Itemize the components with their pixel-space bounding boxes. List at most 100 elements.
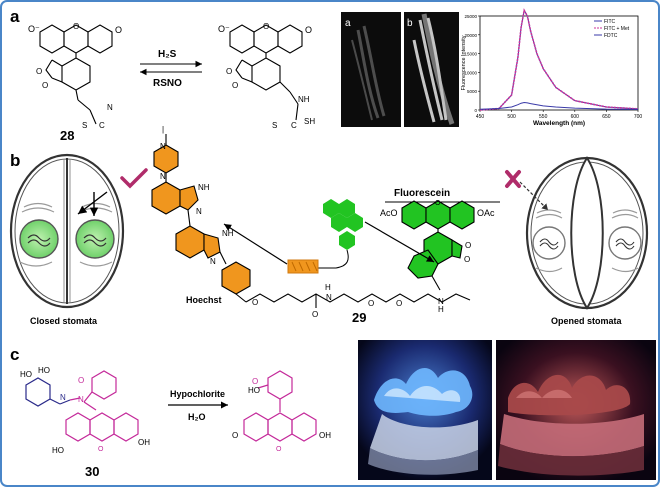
reagent-water: H₂O xyxy=(188,412,206,422)
fluorescein-label: Fluorescein xyxy=(394,188,450,199)
panel-c-label: c xyxy=(10,345,19,364)
legend-entry: FDTC xyxy=(604,33,618,39)
linker-chain xyxy=(245,293,471,303)
fluorescein-structure xyxy=(401,200,475,291)
svg-text:O: O xyxy=(252,377,258,386)
compound-29-number: 29 xyxy=(352,310,366,325)
green-fluorophore-tag xyxy=(323,199,363,250)
svg-text:O: O xyxy=(226,67,232,76)
svg-text:O: O xyxy=(305,25,312,35)
svg-text:N: N xyxy=(196,207,202,216)
panel-a-label: a xyxy=(10,7,20,26)
svg-text:O: O xyxy=(368,299,374,308)
arrow-to-fluorescein xyxy=(364,221,435,263)
svg-text:NH: NH xyxy=(298,95,310,104)
svg-text:C: C xyxy=(291,121,297,130)
spectrum-chart: 450 500 550 600 650 700 0 5000 10000 15000 20000 25… xyxy=(461,8,643,127)
svg-text:O: O xyxy=(464,255,470,264)
svg-text:O: O xyxy=(312,310,318,319)
x-tick-label: 500 xyxy=(507,114,516,120)
svg-text:NH: NH xyxy=(222,229,234,238)
svg-text:O⁻: O⁻ xyxy=(28,24,40,34)
svg-text:N: N xyxy=(326,293,332,302)
svg-text:O: O xyxy=(73,22,79,31)
series-line-2 xyxy=(479,101,639,110)
chart-plot-area xyxy=(479,15,639,111)
y-tick-label: 20000 xyxy=(464,33,477,38)
svg-text:N: N xyxy=(60,393,66,402)
svg-text:O: O xyxy=(115,25,122,35)
reagent-hypochlorite: Hypochlorite xyxy=(170,389,225,399)
x-tick-label: 550 xyxy=(539,114,548,120)
y-tick-label: 0 xyxy=(474,108,477,113)
reagent-rsno: RSNO xyxy=(153,78,182,89)
x-tick-label: 450 xyxy=(476,114,485,120)
opened-nucleus-left xyxy=(532,226,566,260)
svg-text:NH: NH xyxy=(198,183,210,192)
y-tick-label: 5000 xyxy=(467,89,478,94)
x-axis-label: Wavelength (nm) xyxy=(533,120,585,127)
uv-photo-red xyxy=(496,340,656,480)
ho-top: HO xyxy=(20,370,32,379)
svg-text:O: O xyxy=(78,376,84,385)
ho-left: HO xyxy=(52,446,64,455)
y-tick-label: 15000 xyxy=(464,52,477,57)
x-tick-label: 600 xyxy=(571,114,580,120)
closed-stomata-diagram xyxy=(9,153,125,309)
closed-nucleus-right xyxy=(75,219,115,259)
reagent-h2s: H₂S xyxy=(158,49,177,60)
svg-text:N: N xyxy=(107,103,113,112)
svg-text:N: N xyxy=(210,257,216,266)
series-line-1 xyxy=(479,8,639,111)
o-product: O xyxy=(232,431,238,440)
svg-text:O: O xyxy=(435,200,441,207)
compound-28-structure xyxy=(39,24,113,125)
svg-text:O: O xyxy=(42,81,48,90)
cross-icon xyxy=(505,170,521,188)
y-tick-label: 25000 xyxy=(464,14,477,19)
compound-28-number: 28 xyxy=(60,128,74,143)
svg-text:O: O xyxy=(465,241,471,250)
oh-product: OH xyxy=(319,431,331,440)
svg-text:N: N xyxy=(438,297,444,306)
svg-text:C: C xyxy=(99,121,105,130)
micrograph-b-label: b xyxy=(407,18,413,29)
svg-text:S: S xyxy=(272,121,277,130)
panel-b-label: b xyxy=(10,151,20,170)
closed-nucleus-left xyxy=(19,219,59,259)
opened-stomata-diagram xyxy=(519,156,649,310)
hoechst-label: Hoechst xyxy=(186,295,222,305)
x-tick-label: 650 xyxy=(602,114,611,120)
arrow-to-hoechst xyxy=(223,223,288,265)
oac-label: OAc xyxy=(477,208,495,218)
legend-entry: FITC xyxy=(604,19,615,25)
svg-text:H: H xyxy=(325,283,331,292)
svg-text:O: O xyxy=(98,446,104,453)
svg-text:O: O xyxy=(36,67,42,76)
compound-28-product-structure xyxy=(229,24,303,121)
svg-text:O: O xyxy=(252,298,258,307)
aco-label: AcO xyxy=(380,208,398,218)
ho-mid: HO xyxy=(38,366,50,375)
svg-text:N: N xyxy=(160,172,166,181)
closed-stomata-label: Closed stomata xyxy=(30,316,98,326)
svg-text:|: | xyxy=(162,125,164,134)
compound-30-structure xyxy=(25,377,71,407)
svg-text:O: O xyxy=(263,22,269,31)
y-tick-label: 10000 xyxy=(464,70,477,75)
micrograph-a-label: a xyxy=(345,18,351,29)
svg-text:N: N xyxy=(78,395,84,404)
legend-entry: FITC + Met xyxy=(604,26,630,32)
svg-text:H: H xyxy=(438,305,444,314)
y-axis-label: Fluorescence Intensity xyxy=(461,35,467,90)
opened-stomata-label: Opened stomata xyxy=(551,316,623,326)
x-tick-label: 700 xyxy=(634,114,643,120)
svg-text:SH: SH xyxy=(304,117,315,126)
svg-text:O: O xyxy=(232,81,238,90)
product-structure xyxy=(243,370,317,442)
opened-nucleus-right xyxy=(608,226,642,260)
uv-photo-blue xyxy=(358,340,492,480)
compound-30-number: 30 xyxy=(85,464,99,479)
